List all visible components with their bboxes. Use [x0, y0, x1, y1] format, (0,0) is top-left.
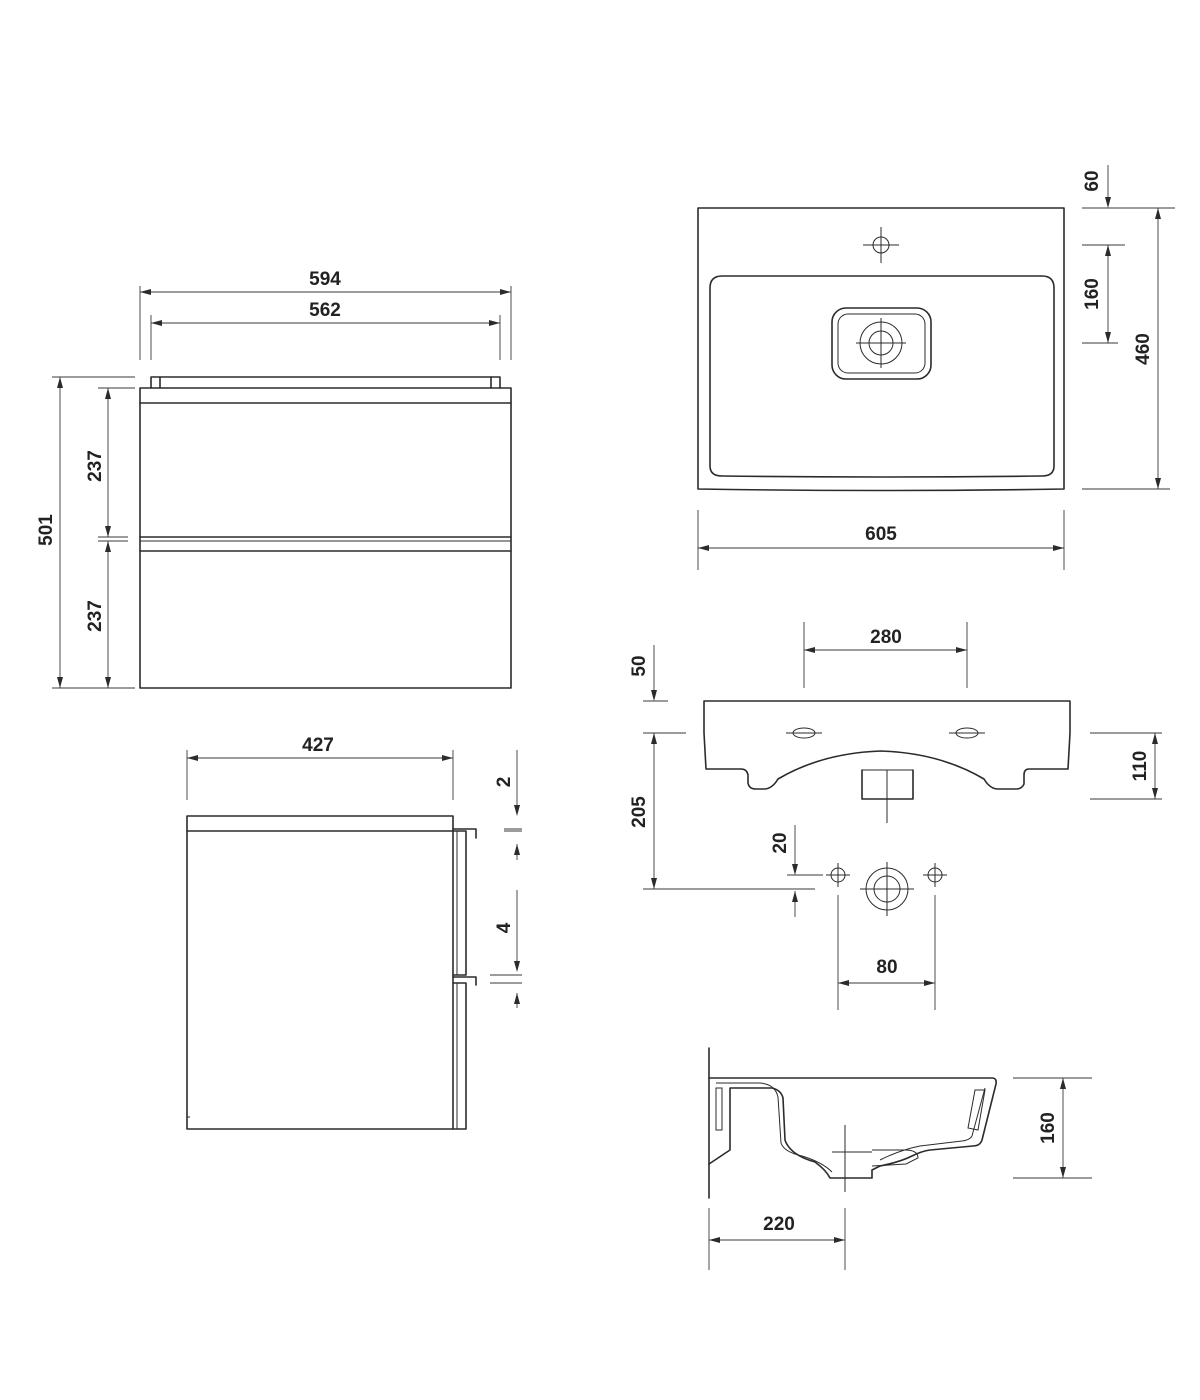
dim-60: 60	[1082, 165, 1175, 246]
label-20: 20	[770, 832, 791, 853]
dim-427: 427	[186, 735, 454, 800]
dim-237-bottom: 237	[85, 541, 128, 689]
cabinet-side-view	[186, 815, 477, 1130]
cabinet-front-view	[139, 376, 512, 689]
dim-562: 562	[150, 300, 501, 360]
dim-605: 605	[697, 510, 1065, 570]
label-460: 460	[1133, 333, 1154, 365]
dim-4: 4	[490, 890, 522, 1008]
dim-80: 80	[837, 895, 936, 1010]
label-2: 2	[494, 777, 515, 788]
dim-110: 110	[1090, 732, 1162, 800]
dim-205: 205	[629, 733, 815, 890]
basin-section-view	[708, 1047, 997, 1199]
dim-2: 2	[494, 750, 522, 860]
dim-220: 220	[708, 1208, 846, 1270]
label-594: 594	[309, 269, 341, 290]
label-237-top: 237	[85, 450, 106, 482]
dim-501: 501	[36, 376, 135, 689]
dim-50: 50	[629, 645, 686, 734]
dim-160-top: 160	[1082, 245, 1118, 344]
label-4: 4	[494, 922, 515, 933]
label-237-bottom: 237	[85, 600, 106, 632]
holes-detail	[826, 862, 947, 916]
label-160-top: 160	[1082, 278, 1103, 310]
dim-594: 594	[139, 269, 512, 360]
basin-top-view	[697, 207, 1065, 492]
label-280: 280	[870, 627, 902, 648]
dim-460: 460	[1082, 208, 1170, 490]
dim-237-top: 237	[85, 387, 135, 542]
label-80: 80	[876, 957, 897, 978]
label-427: 427	[302, 735, 334, 756]
basin-front-view	[703, 700, 1071, 823]
dim-280: 280	[803, 622, 968, 688]
label-50: 50	[629, 655, 650, 676]
dim-20: 20	[770, 825, 823, 917]
dim-160-section: 160	[1013, 1077, 1092, 1179]
label-501: 501	[36, 514, 57, 546]
label-605: 605	[865, 524, 897, 545]
label-110: 110	[1130, 751, 1151, 782]
label-205: 205	[629, 796, 650, 828]
label-60: 60	[1082, 170, 1103, 191]
label-160-section: 160	[1038, 1112, 1059, 1144]
label-562: 562	[309, 300, 341, 321]
label-220: 220	[763, 1214, 795, 1235]
